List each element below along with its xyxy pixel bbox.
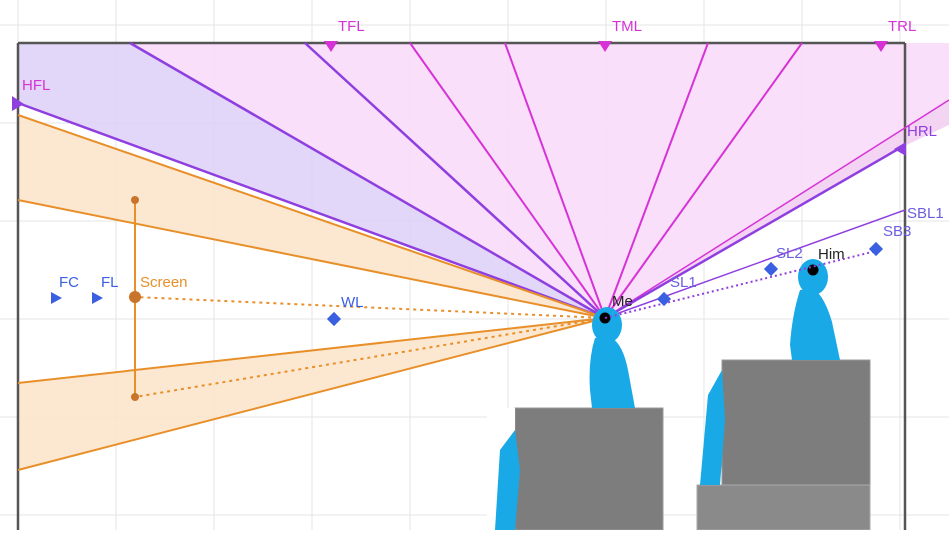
speaker-sbl1-label: SBL1: [907, 205, 944, 222]
screen-element[interactable]: Screen: [129, 196, 188, 401]
speaker-wl[interactable]: WL: [326, 294, 364, 327]
speaker-fc[interactable]: FC: [51, 274, 79, 304]
speaker-sl2-label: SL2: [776, 245, 803, 262]
speaker-sl2[interactable]: SL2: [763, 245, 803, 277]
speaker-trl[interactable]: TRL: [874, 18, 916, 52]
speaker-sb3[interactable]: SB3: [868, 223, 911, 257]
speaker-trl-label: TRL: [888, 18, 916, 35]
speaker-sl1[interactable]: SL1: [656, 274, 697, 307]
speaker-tfl[interactable]: TFL: [324, 18, 365, 52]
speaker-wl-label: WL: [341, 294, 364, 311]
front-height-zone: [18, 43, 605, 318]
listener-him-label: Him: [818, 246, 845, 263]
speaker-tml-label: TML: [612, 18, 642, 35]
speaker-fl-label: FL: [101, 274, 119, 291]
rear-seat: [696, 359, 871, 531]
speaker-fl[interactable]: FL: [92, 274, 119, 304]
speaker-hrl[interactable]: HRL: [894, 123, 937, 156]
listener-him-figure: [700, 259, 840, 485]
screen-sightlines: [17, 114, 606, 471]
speaker-hfl[interactable]: HFL: [12, 77, 50, 111]
side-speaker-line: [604, 249, 881, 319]
speaker-sb3-label: SB3: [883, 223, 911, 240]
speaker-fc-label: FC: [59, 274, 79, 291]
speaker-hfl-label: HFL: [22, 77, 50, 94]
height-speaker-rays: [17, 41, 906, 320]
front-seat: [487, 407, 664, 531]
screen-bottom-handle[interactable]: [131, 393, 139, 401]
top-speaker-rays: [409, 42, 949, 319]
listener-me-label: Me: [612, 293, 633, 310]
ceiling-speaker-zone: [130, 43, 949, 318]
screen-label: Screen: [140, 274, 188, 291]
speaker-sl1-label: SL1: [670, 274, 697, 291]
speaker-tfl-label: TFL: [338, 18, 365, 35]
speaker-sbl1[interactable]: SBL1: [907, 205, 944, 222]
screen-center-handle[interactable]: [129, 291, 141, 303]
speaker-tml[interactable]: TML: [598, 18, 642, 52]
listener-me-figure: [495, 307, 635, 530]
listener-him-point[interactable]: [807, 264, 819, 276]
speaker-hrl-label: HRL: [907, 123, 937, 140]
screen-top-handle[interactable]: [131, 196, 139, 204]
